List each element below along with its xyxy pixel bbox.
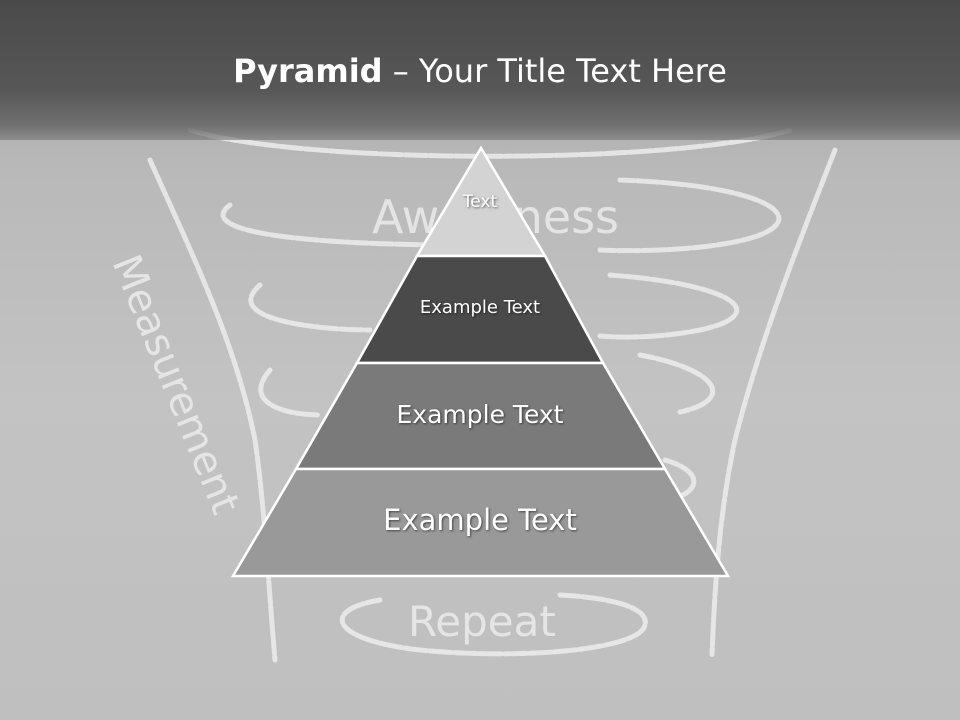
slide-title: Pyramid – Your Title Text Here — [0, 52, 960, 90]
pyramid-tier-2-label: Example Text — [419, 297, 541, 318]
title-rest: Your Title Text Here — [418, 52, 727, 90]
pyramid-tier-4-label: Example Text — [383, 503, 577, 537]
funnel-right-line — [709, 147, 838, 658]
funnel-left-line — [147, 157, 278, 663]
chalk-word-repeat: Repeat — [408, 597, 556, 646]
spiral-loop-3 — [258, 352, 716, 418]
pyramid-tier-3-label: Example Text — [396, 400, 564, 429]
spiral-loop-2 — [248, 272, 740, 340]
title-dash: – — [382, 52, 419, 90]
pyramid-tier-1-label: Text — [462, 192, 498, 212]
spiral-loop-top — [187, 127, 793, 159]
title-bold: Pyramid — [233, 52, 383, 90]
spiral-loop-1 — [220, 177, 782, 254]
pyramid-tier-4 — [230, 467, 731, 578]
spiral-loop-bottom — [339, 592, 648, 657]
title-bar — [0, 0, 960, 140]
